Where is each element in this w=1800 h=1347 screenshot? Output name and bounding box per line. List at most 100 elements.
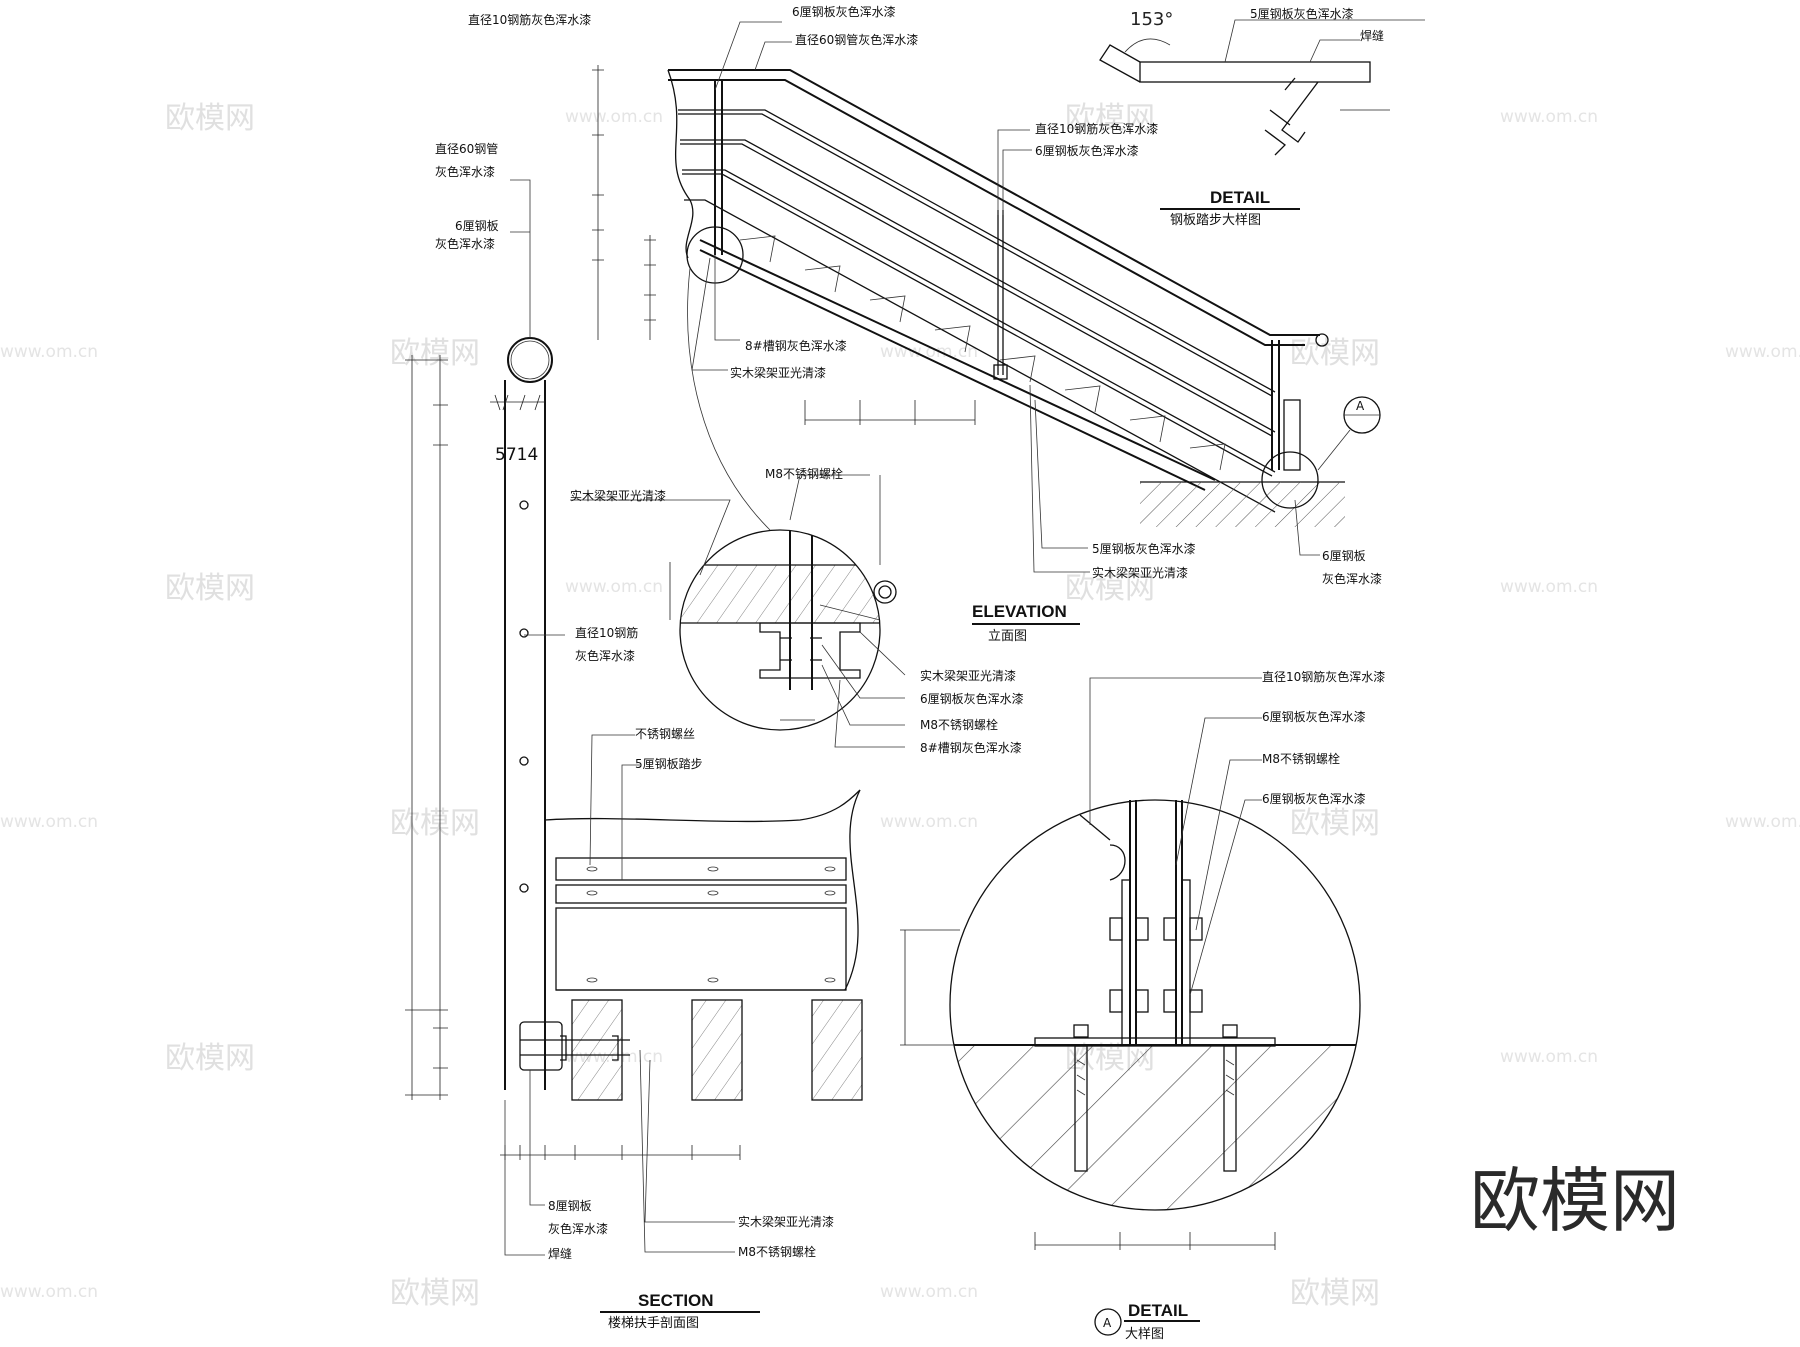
detail-a-anchor-head [1222,1024,1238,1038]
section-wood-beam [811,999,863,1101]
watermark: 欧模网 [390,806,480,841]
watermark: 欧模网 [1065,571,1155,606]
section-label-rebar-a: 直径10钢筋 [575,625,638,640]
section-rebar-hole [519,883,529,893]
section-label-wood: 实木梁架亚光清漆 [738,1214,834,1229]
label-plate5: 5厘钢板灰色浑水漆 [1092,542,1196,556]
detail-c-bolt-head [873,580,897,604]
label-channel8: 8#槽钢灰色浑水漆 [745,339,847,353]
label-rebar10: 直径10钢筋灰色浑水漆 [468,12,591,27]
section-label-plate8-b: 灰色浑水漆 [548,1222,608,1236]
section-handrail-pipe [507,337,553,383]
handrail-top [668,69,1320,336]
callout-circle-a [1261,451,1319,509]
section-bracket [519,1021,563,1071]
section-label-plate-a: 6厘钢板 [455,219,499,233]
detail-c-nuts [780,637,822,661]
dim-run-ticks [804,400,976,425]
step-detail-view: 153° 5厘钢板灰色浑水漆 焊缝 DETAIL 钢板踏步大样图 [1099,7,1425,228]
section-rebar-hole [519,628,529,638]
section-label-rebar-b: 灰色浑水漆 [575,649,635,663]
label-plate6-b: 灰色浑水漆 [1322,572,1382,586]
section-step-plate-2 [555,884,847,904]
rail-1b [678,113,1273,397]
section-leaders [504,179,735,1256]
step-plate [1139,61,1371,83]
break-line [667,69,694,259]
dim-ticks [592,69,604,261]
detail-a-view: 直径10钢筋灰色浑水漆 6厘钢板灰色浑水漆 M8不锈钢螺栓 6厘钢板灰色浑水漆 … [900,669,1385,1342]
label-wood-beam: 实木梁架亚光清漆 [730,365,826,380]
section-dim: 5714 [495,445,538,465]
stringer-top [699,239,1216,481]
section-handrail-pipe-inner [510,340,550,380]
step-label-plate5: 5厘钢板灰色浑水漆 [1250,7,1354,21]
detail-a-slab-hatch [950,1045,1360,1210]
section-view: 5714 直径60钢管 灰色浑水漆 6厘钢板 [405,141,863,1331]
detail-a-anchor [1223,1045,1237,1172]
watermark: 欧模网 [390,336,480,371]
watermark: 欧模网 [1290,806,1380,841]
step-detail-subtitle: 钢板踏步大样图 [1170,213,1261,228]
watermark-url: www.om.cn [1500,577,1598,597]
watermark-url: www.om.cn [565,577,663,597]
rail-1 [678,109,1276,393]
post-right-plate [1283,399,1301,471]
detail-c-bolt-core [878,585,892,599]
detail-c-circle [679,529,881,731]
detail-a-anchor [1074,1045,1088,1172]
section-dim-ticks [494,394,541,411]
elevation-view: A 直径10钢筋灰色浑水漆 6厘钢板灰色浑水漆 直径60钢管灰色浑水漆 直径10… [468,5,1382,644]
section-marker-leader [1317,429,1351,471]
section-wood-beam [571,999,623,1101]
section-rebar-hole [519,500,529,510]
step-weld-detail [1264,77,1296,156]
section-subtitle: 楼梯扶手剖面图 [608,1316,699,1331]
step-profile [739,235,1226,471]
label-plate6-a: 6厘钢板 [1322,549,1366,563]
elevation-subtitle: 立面图 [988,629,1027,644]
watermark: 欧模网 [165,1041,255,1076]
watermark-url: www.om.cn [565,107,663,127]
section-marker-label: A [1356,399,1365,413]
label-plate6: 6厘钢板灰色浑水漆 [792,5,896,19]
site-logo: 欧模网 [1470,1160,1680,1242]
section-nuts [560,1035,619,1061]
section-break-right [844,789,861,991]
label-mid-rebar10: 直径10钢筋灰色浑水漆 [1035,121,1158,136]
detail-a-weld-bead [1109,844,1126,881]
detail-a-title: DETAIL [1128,1301,1188,1320]
detail-c-wood [680,565,880,623]
watermark-url: www.om.cn [0,812,98,832]
detail-c-channel [759,622,861,679]
detail-a-label-plate6b: 6厘钢板灰色浑水漆 [1262,792,1366,806]
step-label-weld: 焊缝 [1360,28,1384,43]
dim-ticks-2 [644,239,656,321]
watermark-layer: 欧模网 欧模网 欧模网 欧模网 欧模网 欧模网 欧模网 欧模网 欧模网 欧模网 … [0,101,1800,1311]
detail-c-label-channel: 8#槽钢灰色浑水漆 [920,741,1022,755]
section-dim-bottom-ticks [504,1145,741,1160]
callout-leader [687,267,771,531]
section-label-pipe-b: 灰色浑水漆 [435,165,495,179]
detail-c-label-bolt: M8不锈钢螺栓 [765,466,843,481]
label-pipe60: 直径60钢管灰色浑水漆 [795,32,918,47]
label-mid-plate6: 6厘钢板灰色浑水漆 [1035,144,1139,158]
section-break-top [544,789,861,823]
detail-c-label-bolt2: M8不锈钢螺栓 [920,717,998,732]
detail-a-anchor-thread [1076,1059,1235,1096]
detail-a-label-plate6: 6厘钢板灰色浑水漆 [1262,710,1366,724]
detail-a-base-plate [1034,1037,1276,1047]
section-step-plate-1 [555,857,847,881]
section-title: SECTION [638,1291,714,1310]
stringer-bottom [699,249,1206,491]
watermark-url: www.om.cn [880,1282,978,1302]
detail-a-nuts [1109,917,1203,1013]
detail-a-dim-h-ticks [1034,1232,1276,1250]
angle-arc [1124,38,1171,53]
watermark: 欧模网 [1065,101,1155,136]
watermark-url: www.om.cn [880,812,978,832]
watermark-url: www.om.cn [1725,812,1800,832]
detail-c-label-wood2: 实木梁架亚光清漆 [920,668,1016,683]
section-wood-beam [691,999,743,1101]
